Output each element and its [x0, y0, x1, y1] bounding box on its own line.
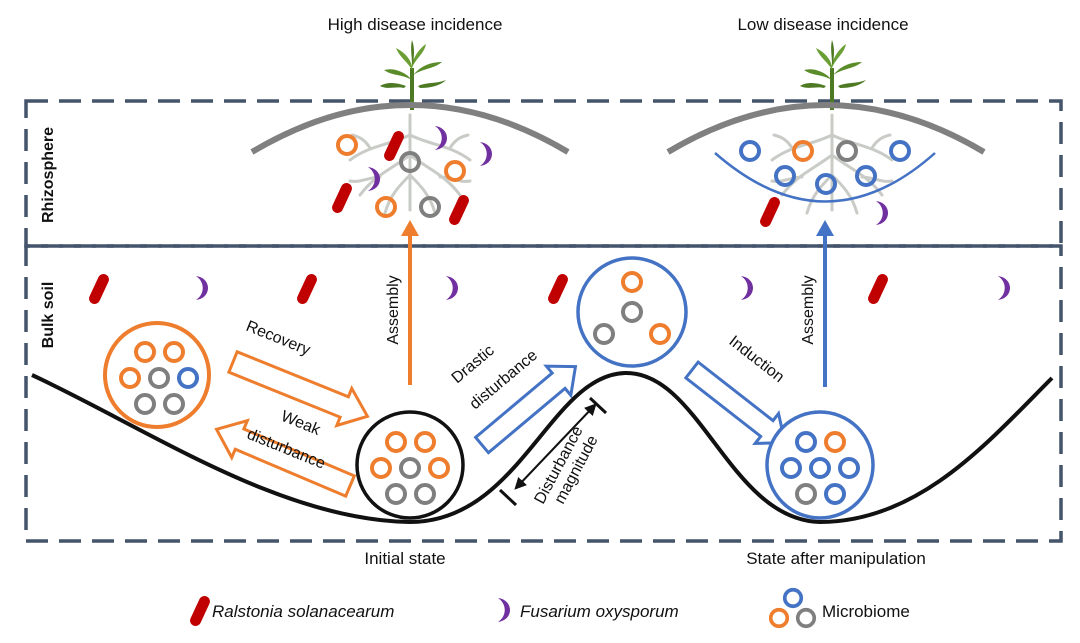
ralstonia-icon — [868, 272, 888, 306]
rhizosphere-arc-left — [250, 102, 570, 155]
ralstonia-icon — [89, 272, 109, 306]
roots-right-icon — [770, 113, 894, 215]
initial-state-community — [355, 410, 465, 520]
stability-landscape-curve — [31, 370, 1054, 525]
fusarium-icon — [480, 142, 492, 166]
legend-ralstonia-icon — [190, 594, 210, 628]
microbe-ring-blue — [739, 140, 761, 162]
bulk-soil-label: Bulk soil — [40, 282, 57, 349]
weak-label-line1: Weak — [279, 408, 324, 439]
after-manipulation-label: State after manipulation — [746, 549, 926, 568]
ralstonia-icon — [449, 193, 469, 227]
legend: Ralstonia solanacearum Fusarium oxysporu… — [190, 587, 910, 629]
title-high-disease: High disease incidence — [328, 15, 503, 34]
protective-layer-arc — [714, 152, 936, 203]
recovery-label: Recovery — [244, 318, 313, 359]
microbe-ring-orange — [444, 160, 466, 182]
fusarium-icon — [741, 276, 753, 300]
legend-microbiome-label: Microbiome — [822, 602, 910, 621]
bulk-soil-zone-box — [24, 244, 1063, 543]
weak-disturbance-arrow — [214, 418, 357, 499]
legend-ralstonia-label: Ralstonia solanacearum — [212, 602, 394, 621]
fusarium-icon — [446, 276, 458, 300]
fusarium-icon — [876, 201, 888, 225]
ralstonia-icon — [760, 195, 780, 229]
ralstonia-icon — [332, 181, 352, 215]
fusarium-icon — [196, 276, 208, 300]
disturbance-magnitude-indicator — [498, 396, 608, 507]
ralstonia-icon — [297, 272, 317, 306]
assembly-left-label: Assembly — [385, 275, 402, 344]
assembly-arrow-right-head — [816, 220, 834, 236]
fusarium-icon — [998, 276, 1010, 300]
alternative-state-community — [103, 321, 211, 429]
legend-fusarium-icon — [498, 598, 510, 622]
disturbed-state-community — [576, 256, 688, 368]
assembly-right-label: Assembly — [800, 275, 817, 344]
rhizosphere-arc-right — [666, 102, 986, 155]
ralstonia-icon — [548, 272, 568, 306]
microbe-ring-orange — [336, 134, 358, 156]
rhizosphere-zone-box — [24, 99, 1063, 248]
legend-microbiome-icon — [768, 607, 790, 629]
microbe-ring-blue — [889, 140, 911, 162]
manipulated-state-community — [765, 410, 875, 520]
microbe-ring-gray — [836, 140, 858, 162]
legend-microbiome-icon — [795, 607, 817, 629]
legend-fusarium-label: Fusarium oxysporum — [520, 602, 679, 621]
title-low-disease: Low disease incidence — [737, 15, 908, 34]
induction-label: Induction — [726, 333, 788, 386]
microbe-ring-blue — [774, 165, 796, 187]
initial-state-label: Initial state — [364, 549, 445, 568]
assembly-arrow-left-head — [401, 220, 419, 236]
rhizosphere-label: Rhizosphere — [40, 127, 57, 223]
recovery-arrow — [226, 349, 370, 428]
legend-microbiome-icon — [782, 587, 804, 609]
